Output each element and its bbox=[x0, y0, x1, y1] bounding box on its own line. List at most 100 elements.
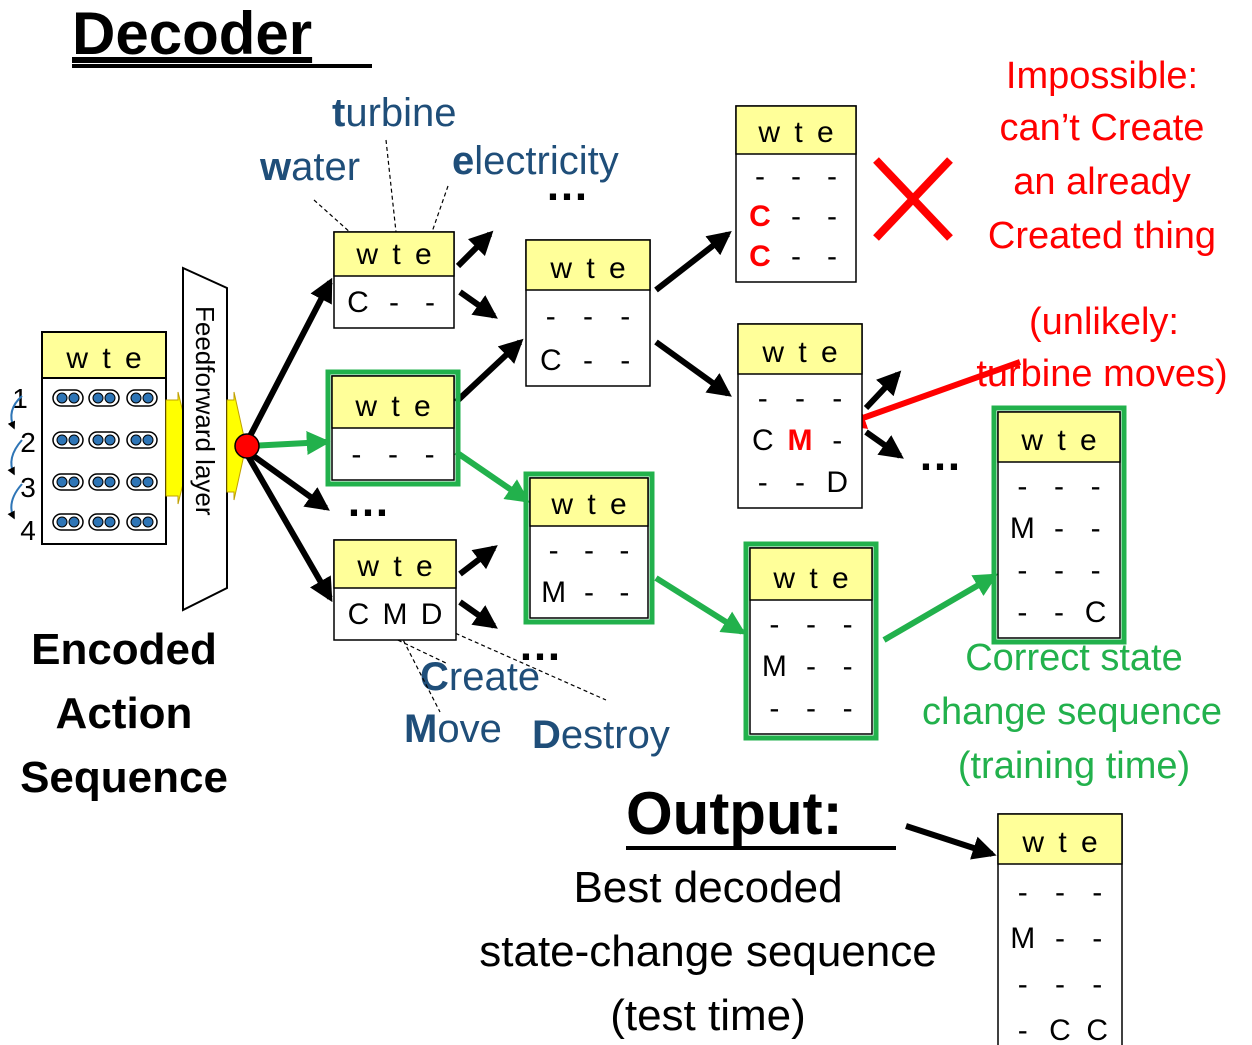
arrow bbox=[453, 338, 524, 405]
state-box-header-label: w t e bbox=[757, 116, 833, 149]
state-cell: - bbox=[1055, 968, 1065, 1001]
state-cell: - bbox=[1091, 470, 1101, 503]
state-cell: C bbox=[749, 200, 771, 233]
state-box-header-label: w t e bbox=[1020, 424, 1096, 457]
state-cell: - bbox=[1017, 470, 1027, 503]
correct-path-arrow bbox=[882, 573, 999, 643]
encoder-header bbox=[41, 331, 167, 379]
ellipsis: … bbox=[518, 621, 562, 670]
arrow bbox=[458, 289, 498, 319]
output-title: Output: bbox=[626, 780, 843, 847]
state-cell: - bbox=[758, 382, 768, 415]
state-cell: M bbox=[383, 598, 408, 631]
state-box-header-label: w t e bbox=[354, 390, 430, 423]
encoded-vector-slot bbox=[88, 389, 120, 407]
state-box-header bbox=[997, 813, 1123, 865]
correct-path-arrow bbox=[249, 431, 331, 455]
state-cell: - bbox=[583, 344, 593, 377]
encoded-vector-slot bbox=[52, 389, 84, 407]
state-cell: C bbox=[1086, 1014, 1108, 1045]
decoder-start-node bbox=[234, 433, 260, 459]
state-cell: C bbox=[1085, 596, 1107, 629]
correct-path-arrow bbox=[454, 449, 530, 503]
state-box-header-label: w t e bbox=[549, 252, 625, 285]
state-cell: - bbox=[791, 200, 801, 233]
correct-note-line: change sequence bbox=[922, 691, 1222, 733]
arrow bbox=[246, 449, 330, 511]
state-cell: - bbox=[549, 534, 559, 567]
encoded-vector-slot bbox=[52, 473, 84, 491]
correct-path-arrow bbox=[654, 575, 747, 635]
state-cell: - bbox=[584, 576, 594, 609]
state-cell: - bbox=[1018, 876, 1028, 909]
impossible-note-line: can’t Create bbox=[1000, 107, 1205, 149]
encoded-vector-slot bbox=[126, 473, 158, 491]
encoder-row-number: 3 bbox=[20, 472, 36, 503]
state-cell: - bbox=[843, 608, 853, 641]
state-cell: C bbox=[540, 344, 562, 377]
impossible-x-mark bbox=[873, 157, 953, 241]
encoded-vector-slot bbox=[126, 513, 158, 531]
unlikely-note-line: turbine moves) bbox=[976, 353, 1227, 395]
state-cell: - bbox=[388, 438, 398, 471]
state-cell: - bbox=[619, 534, 629, 567]
state-box-header bbox=[333, 231, 455, 277]
state-cell: - bbox=[795, 382, 805, 415]
state-box-header bbox=[529, 477, 649, 527]
state-cell: - bbox=[827, 200, 837, 233]
state-cell: C bbox=[752, 424, 774, 457]
correct-path-highlight bbox=[325, 369, 461, 487]
state-box-header-label: w t e bbox=[355, 238, 431, 271]
encoder-header-label: w t e bbox=[65, 342, 141, 375]
state-cell: - bbox=[425, 438, 435, 471]
state-cell: - bbox=[1054, 554, 1064, 587]
encoded-vector-slot bbox=[52, 513, 84, 531]
state-cell: - bbox=[1092, 876, 1102, 909]
state-cell: - bbox=[1091, 554, 1101, 587]
correct-path-highlight bbox=[523, 471, 655, 625]
state-cell: - bbox=[1018, 1014, 1028, 1045]
state-box-header bbox=[749, 547, 873, 601]
green-arrows bbox=[249, 431, 999, 643]
ellipsis: … bbox=[545, 161, 589, 210]
encoder: w t e 1 2 3 4 bbox=[7, 331, 167, 546]
state-cell: - bbox=[758, 466, 768, 499]
encoded-vector-slot bbox=[126, 431, 158, 449]
correct-path-highlight bbox=[743, 541, 879, 741]
encoder-sequence-arrow bbox=[7, 439, 23, 476]
unlikely-note-line: (unlikely: bbox=[1029, 301, 1179, 343]
state-cell: - bbox=[1092, 968, 1102, 1001]
state-box: w t e---M----- bbox=[743, 541, 879, 741]
state-cell: - bbox=[620, 300, 630, 333]
encoder-sequence-arrow bbox=[7, 483, 23, 520]
state-box: w t e--- bbox=[325, 369, 461, 487]
state-cell: M bbox=[1010, 512, 1035, 545]
encoder-row-number: 2 bbox=[20, 427, 36, 458]
entity-label-turbine: turbine bbox=[332, 91, 457, 135]
feedforward-layer-label: Feedforward layer bbox=[190, 306, 220, 516]
action-label-move: Move bbox=[404, 707, 502, 751]
arrow bbox=[863, 370, 902, 411]
state-cell: - bbox=[1092, 922, 1102, 955]
state-cell: - bbox=[806, 692, 816, 725]
arrow bbox=[455, 230, 494, 269]
state-cell: D bbox=[421, 598, 443, 631]
arrow bbox=[654, 231, 732, 293]
encoder-caption-line: Action bbox=[56, 689, 193, 738]
state-cell: - bbox=[791, 240, 801, 273]
leader-line-electricity bbox=[431, 185, 449, 233]
state-box-header bbox=[333, 539, 457, 589]
unlikely-note: (unlikely: turbine moves) bbox=[976, 301, 1227, 395]
state-cell: M bbox=[762, 650, 787, 683]
state-cell: - bbox=[795, 466, 805, 499]
state-cell: - bbox=[827, 240, 837, 273]
impossible-note-line: an already bbox=[1013, 161, 1190, 203]
state-cell: - bbox=[351, 438, 361, 471]
state-cell: - bbox=[1017, 554, 1027, 587]
state-box: w t e---C--C-- bbox=[735, 105, 857, 283]
state-cell: - bbox=[1055, 876, 1065, 909]
